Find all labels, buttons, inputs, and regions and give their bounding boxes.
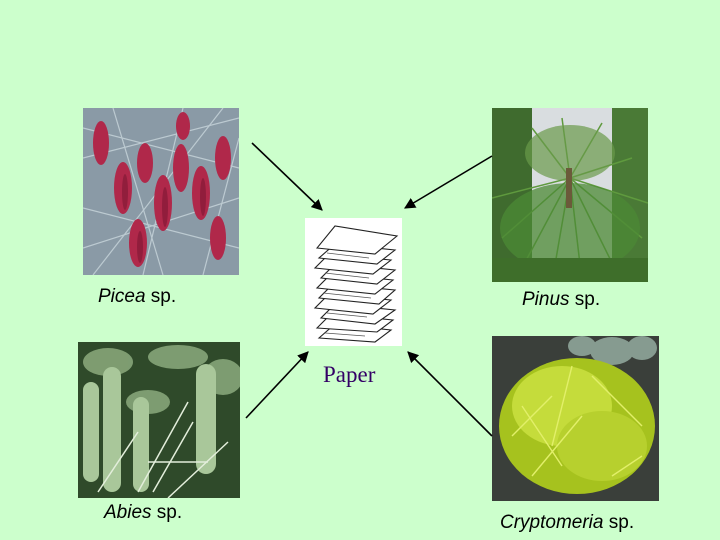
paper-stack-image bbox=[305, 218, 402, 346]
picea-photo bbox=[83, 108, 239, 275]
genus-abies: Abies bbox=[104, 502, 152, 523]
cryptomeria-photo bbox=[492, 336, 659, 501]
abies-photo bbox=[78, 342, 240, 498]
suffix-picea: sp. bbox=[145, 286, 177, 307]
caption-pinus: Pinus sp. bbox=[522, 289, 600, 311]
pinus-photo bbox=[492, 108, 648, 282]
suffix-pinus: sp. bbox=[569, 289, 601, 310]
genus-picea: Picea bbox=[98, 286, 146, 307]
genus-cryptomeria: Cryptomeria bbox=[500, 512, 604, 533]
caption-cryptomeria: Cryptomeria sp. bbox=[500, 512, 634, 534]
paper-label: Paper bbox=[323, 362, 376, 387]
arrow-pinus-to-paper bbox=[404, 155, 493, 209]
caption-picea: Picea sp. bbox=[98, 286, 176, 308]
paper-stack-icon bbox=[313, 225, 399, 343]
genus-pinus: Pinus bbox=[522, 289, 570, 310]
arrow-cryptomeria-to-paper bbox=[407, 351, 493, 437]
suffix-abies: sp. bbox=[151, 502, 183, 523]
suffix-cryptomeria: sp. bbox=[603, 512, 635, 533]
arrow-abies-to-paper bbox=[245, 351, 309, 419]
arrow-picea-to-paper bbox=[251, 142, 323, 211]
caption-abies: Abies sp. bbox=[104, 502, 182, 524]
